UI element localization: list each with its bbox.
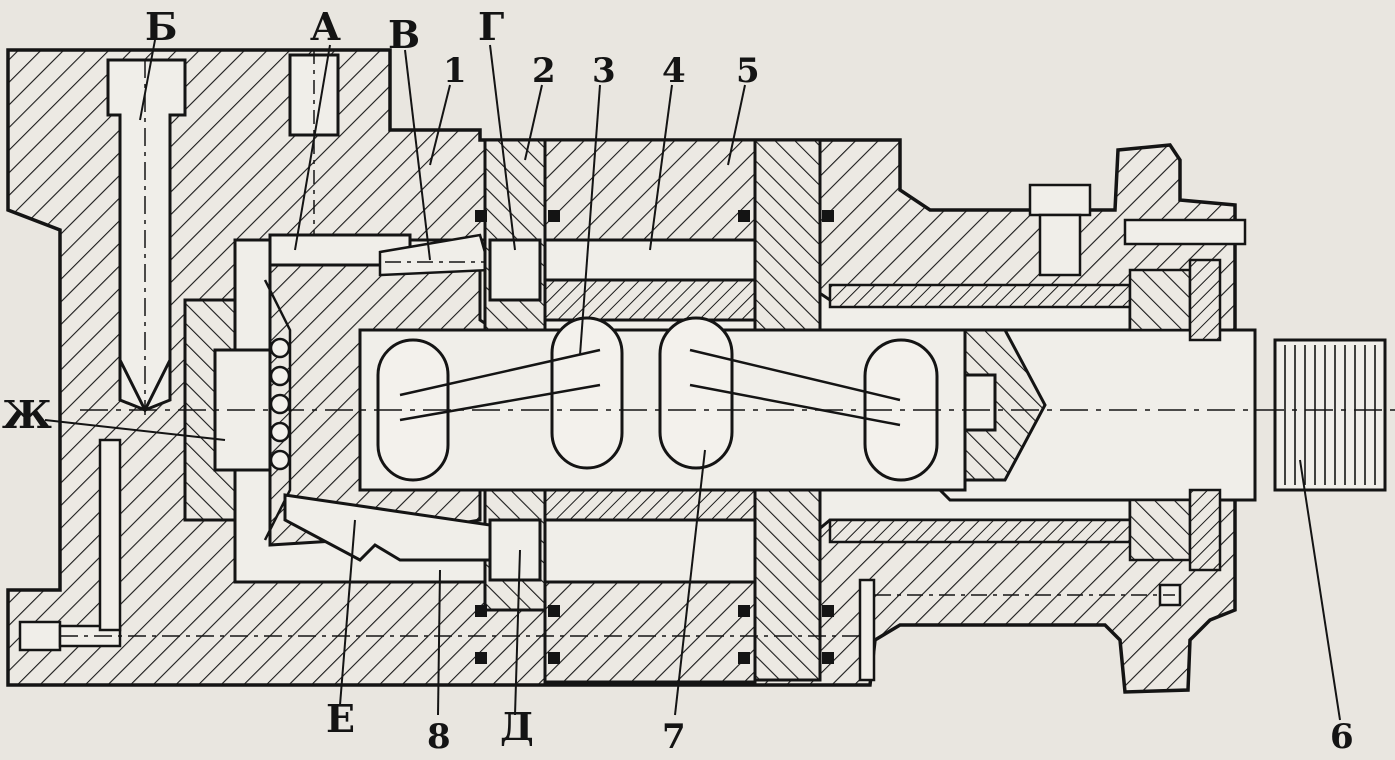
labels: Б А В Г 1 2 3 4 5 Ж 6 Е 8 Д 7 xyxy=(2,4,1354,757)
label-b: Б xyxy=(145,4,177,49)
label-g: Г xyxy=(478,4,504,49)
label-a: А xyxy=(310,4,341,49)
piston-rod xyxy=(399,348,901,427)
label-e: Е xyxy=(326,696,355,741)
label-7: 7 xyxy=(662,717,686,757)
end-plate-5 xyxy=(753,138,822,682)
piston-3 xyxy=(550,316,624,470)
label-zh: Ж xyxy=(2,392,52,437)
drain-channel xyxy=(98,438,122,632)
label-1: 1 xyxy=(443,51,467,91)
ball-row xyxy=(263,279,292,541)
label-8: 8 xyxy=(427,717,451,757)
label-2: 2 xyxy=(532,51,556,91)
piston-7 xyxy=(658,316,734,470)
label-5: 5 xyxy=(736,51,760,91)
leader-lines xyxy=(44,39,1341,721)
tie-bolt xyxy=(18,578,1182,682)
top-bolt xyxy=(1028,183,1247,277)
channel-e xyxy=(283,493,492,562)
label-v: В xyxy=(388,12,420,57)
channel-b xyxy=(106,58,187,415)
label-3: 3 xyxy=(592,51,616,91)
label-6: 6 xyxy=(1330,717,1354,757)
label-4: 4 xyxy=(662,51,686,91)
label-d: Д xyxy=(500,704,534,749)
bearings xyxy=(828,258,1222,572)
seal-rings xyxy=(475,210,834,664)
